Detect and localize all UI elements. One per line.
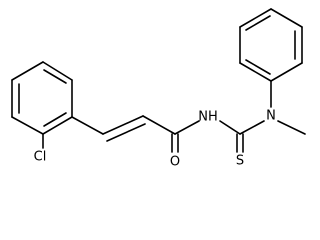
aromatic-double-bond	[43, 69, 67, 84]
bond	[239, 8, 272, 28]
amide-nitrogen-label: NH	[198, 110, 218, 125]
bond	[42, 116, 73, 135]
bond	[11, 116, 44, 135]
chemical-structure-diagram: Cl O NH S N	[11, 8, 306, 170]
bond	[239, 62, 272, 82]
vinyl-to-carbonyl-bond	[142, 115, 176, 135]
ring-to-vinyl-bond	[71, 116, 104, 135]
bond	[11, 61, 44, 81]
n-methyl-bond	[277, 120, 306, 135]
bond	[270, 8, 303, 28]
carbonyl-oxygen-label: O	[170, 155, 180, 170]
thiocarbonyl-to-n-bond	[239, 120, 265, 135]
vinyl-double-bond	[102, 115, 144, 135]
tertiary-nitrogen-label: N	[266, 109, 276, 124]
chlorophenyl-ring	[11, 61, 73, 135]
thione-sulfur-label: S	[236, 154, 244, 169]
carbonyl-to-nh-bond	[174, 120, 200, 135]
aromatic-double-bond	[43, 112, 67, 127]
bond	[270, 62, 303, 82]
chlorine-atom-label: Cl	[34, 150, 47, 165]
aromatic-double-bond	[245, 15, 271, 31]
aromatic-double-bond	[245, 59, 271, 75]
nh-to-thiocarbonyl-bond	[219, 120, 241, 135]
bond	[42, 61, 73, 81]
phenyl-ring	[239, 8, 303, 82]
vinyl-double-bond	[106, 123, 146, 142]
